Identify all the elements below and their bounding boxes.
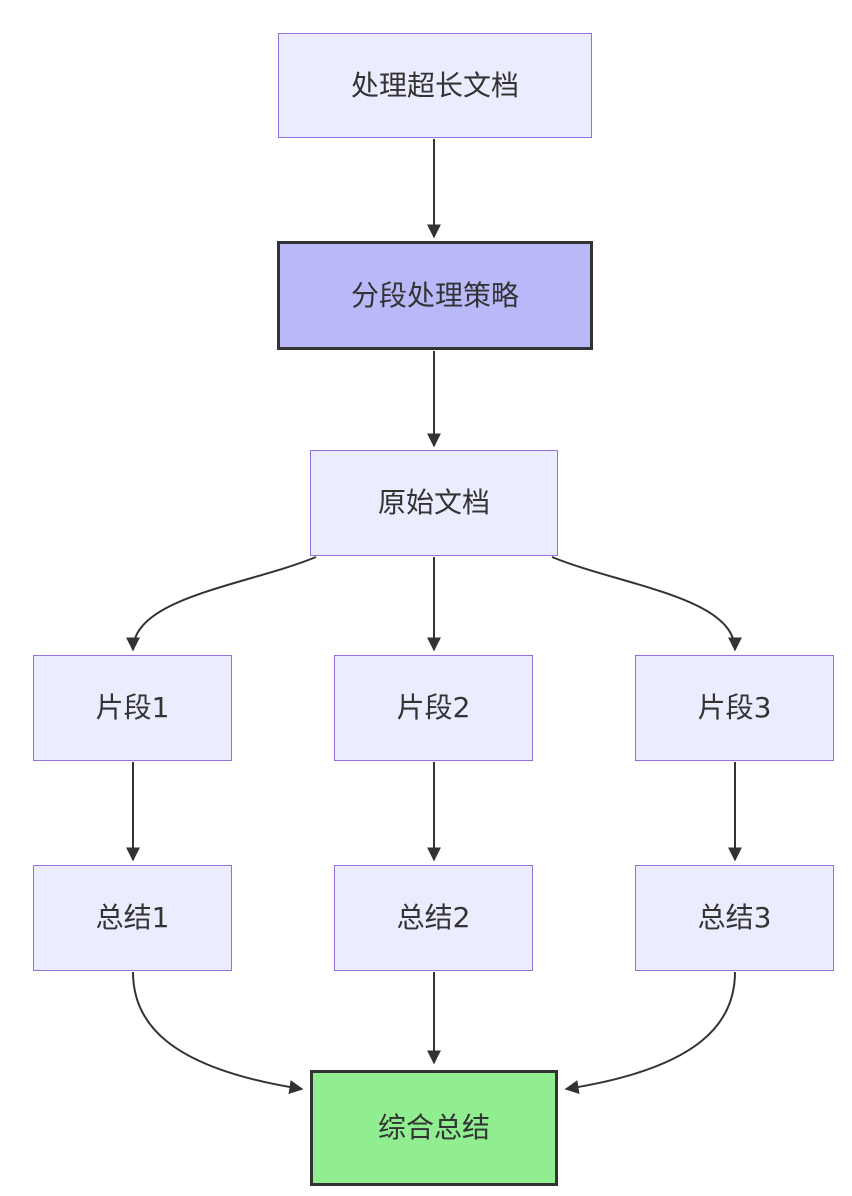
- node-summary-2-label: 总结2: [396, 901, 471, 935]
- node-task: 处理超长文档: [278, 33, 592, 138]
- node-segment-3: 片段3: [635, 655, 834, 761]
- node-summary-3: 总结3: [635, 865, 834, 971]
- node-strategy: 分段处理策略: [277, 241, 593, 350]
- edge-summary3-final: [564, 971, 736, 1094]
- node-source-label: 原始文档: [377, 486, 490, 520]
- node-segment-2: 片段2: [334, 655, 533, 761]
- node-summary-1: 总结1: [33, 865, 232, 971]
- edge-source-segment3: [551, 556, 742, 652]
- node-segment-1-label: 片段1: [95, 691, 170, 725]
- edge-summary1-final: [132, 971, 304, 1094]
- node-final-summary: 综合总结: [310, 1070, 558, 1186]
- node-segment-3-label: 片段3: [697, 691, 772, 725]
- node-segment-1: 片段1: [33, 655, 232, 761]
- node-final-summary-label: 综合总结: [377, 1111, 490, 1145]
- node-task-label: 处理超长文档: [350, 68, 519, 102]
- node-summary-3-label: 总结3: [697, 901, 772, 935]
- edge-source-segment1: [126, 556, 317, 652]
- node-segment-2-label: 片段2: [396, 691, 471, 725]
- node-source: 原始文档: [310, 450, 558, 556]
- node-summary-2: 总结2: [334, 865, 533, 971]
- node-strategy-label: 分段处理策略: [350, 278, 519, 312]
- node-summary-1-label: 总结1: [95, 901, 170, 935]
